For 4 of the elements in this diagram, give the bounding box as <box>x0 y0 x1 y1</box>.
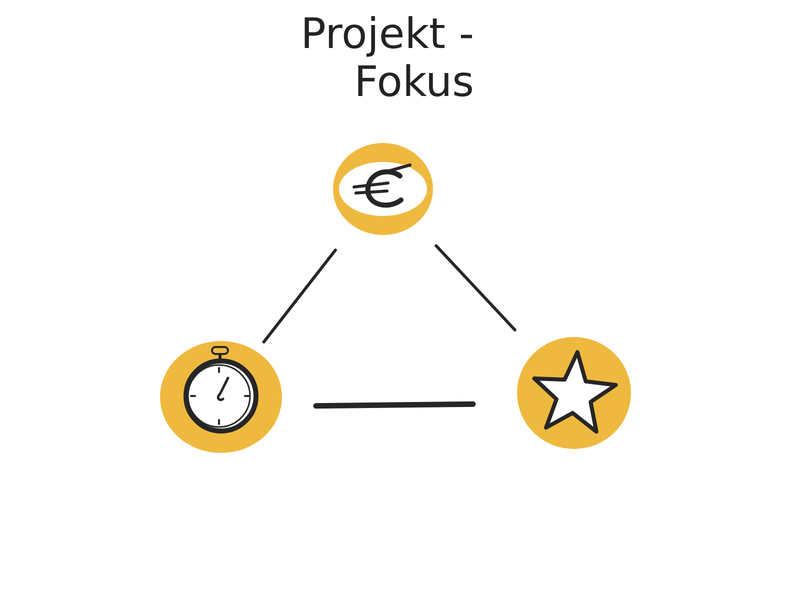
connector-line <box>262 248 337 344</box>
connector-line <box>434 244 516 332</box>
title: Projekt - Fokus <box>300 10 474 106</box>
connector-line <box>313 401 476 409</box>
